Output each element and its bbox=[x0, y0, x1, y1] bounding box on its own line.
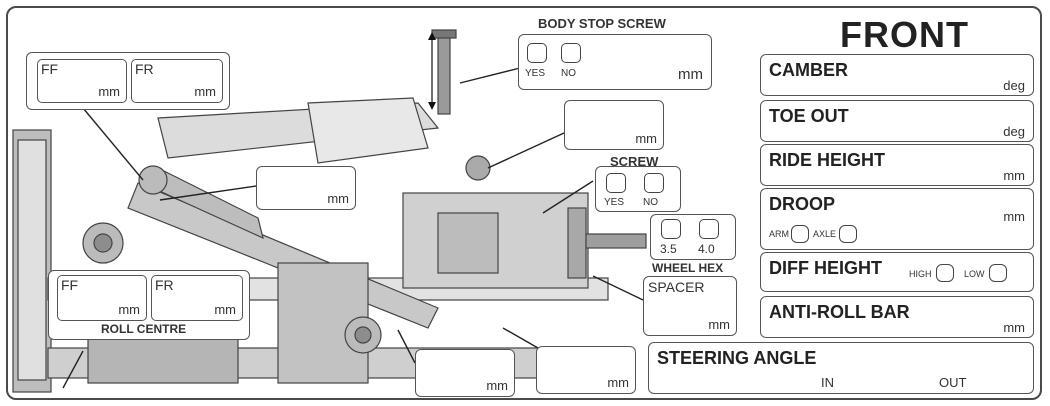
wheel-hex-box: 3.5 4.0 bbox=[650, 214, 736, 260]
fr-label: FR bbox=[135, 61, 154, 77]
bottom-mm-unit-2: mm bbox=[607, 375, 629, 390]
body-stop-screw-label: BODY STOP SCREW bbox=[538, 16, 666, 31]
roll-centre-label: ROLL CENTRE bbox=[101, 322, 187, 336]
screw-no-checkbox[interactable] bbox=[644, 173, 664, 193]
steering-in-label: IN bbox=[821, 375, 834, 390]
roll-ff-unit: mm bbox=[118, 302, 140, 317]
toe-out-unit: deg bbox=[1003, 124, 1025, 139]
hex-3-5-label: 3.5 bbox=[660, 242, 677, 256]
fr-field[interactable]: FR mm bbox=[131, 59, 223, 103]
diff-high-checkbox[interactable] bbox=[936, 264, 954, 282]
body-stop-no-checkbox[interactable] bbox=[561, 43, 581, 63]
anti-roll-bar-unit: mm bbox=[1003, 320, 1025, 335]
roll-ff-field[interactable]: FF mm bbox=[57, 275, 147, 321]
fr-unit: mm bbox=[194, 84, 216, 99]
screw-no-label: NO bbox=[643, 197, 658, 208]
ride-height-label: RIDE HEIGHT bbox=[769, 150, 886, 170]
toe-out-label: TOE OUT bbox=[769, 106, 849, 126]
ride-height-field[interactable]: RIDE HEIGHT mm bbox=[760, 144, 1034, 186]
spacer-field[interactable]: SPACER mm bbox=[643, 276, 737, 336]
body-stop-yes-checkbox[interactable] bbox=[527, 43, 547, 63]
roll-ff-label: FF bbox=[61, 277, 79, 293]
anti-roll-bar-field[interactable]: ANTI-ROLL BAR mm bbox=[760, 296, 1034, 338]
ff-label: FF bbox=[41, 61, 59, 77]
steering-angle-label: STEERING ANGLE bbox=[657, 348, 817, 368]
camber-field[interactable]: CAMBER deg bbox=[760, 54, 1034, 96]
ff-unit: mm bbox=[98, 84, 120, 99]
camber-unit: deg bbox=[1003, 78, 1025, 93]
setup-sheet-front: FF mm FR mm BODY STOP SCREW YES NO mm mm… bbox=[6, 6, 1042, 400]
hex-4-0-checkbox[interactable] bbox=[699, 219, 719, 239]
mid-mm-unit: mm bbox=[327, 191, 349, 206]
bottom-mm-field-1[interactable]: mm bbox=[415, 349, 515, 397]
body-stop-unit: mm bbox=[678, 66, 703, 83]
ride-height-unit: mm bbox=[1003, 168, 1025, 183]
droop-arm-label: ARM bbox=[769, 229, 789, 239]
diff-height-field[interactable]: DIFF HEIGHT HIGH LOW bbox=[760, 252, 1034, 292]
body-stop-yes-label: YES bbox=[525, 68, 546, 79]
bottom-mm-field-2[interactable]: mm bbox=[536, 346, 636, 394]
hex-3-5-checkbox[interactable] bbox=[661, 219, 681, 239]
spacer-label: SPACER bbox=[648, 279, 705, 295]
droop-axle-checkbox[interactable] bbox=[839, 225, 857, 243]
bottom-mm-unit-1: mm bbox=[486, 378, 508, 393]
diff-high-label: HIGH bbox=[909, 269, 932, 279]
anti-roll-bar-label: ANTI-ROLL BAR bbox=[769, 302, 910, 322]
screw-label: SCREW bbox=[610, 154, 659, 169]
steering-angle-field[interactable]: STEERING ANGLE IN OUT bbox=[648, 342, 1034, 394]
upper-mm-field[interactable]: mm bbox=[564, 100, 664, 150]
ff-field[interactable]: FF mm bbox=[37, 59, 127, 103]
body-stop-screw-box: YES NO mm bbox=[518, 34, 712, 90]
screw-box: YES NO bbox=[595, 166, 681, 212]
toe-out-field[interactable]: TOE OUT deg bbox=[760, 100, 1034, 142]
droop-arm-checkbox[interactable] bbox=[791, 225, 809, 243]
droop-axle-label: AXLE bbox=[813, 229, 837, 239]
screw-yes-label: YES bbox=[604, 197, 625, 208]
upper-mm-unit: mm bbox=[635, 131, 657, 146]
droop-field[interactable]: DROOP mm ARM AXLE bbox=[760, 188, 1034, 250]
diff-height-label: DIFF HEIGHT bbox=[769, 258, 882, 278]
roll-fr-unit: mm bbox=[214, 302, 236, 317]
roll-fr-label: FR bbox=[155, 277, 174, 293]
roll-centre-box: FF mm FR mm ROLL CENTRE bbox=[48, 270, 250, 340]
diff-low-label: LOW bbox=[964, 269, 985, 279]
diff-low-checkbox[interactable] bbox=[989, 264, 1007, 282]
droop-unit: mm bbox=[1003, 209, 1025, 224]
front-title: FRONT bbox=[840, 14, 969, 55]
droop-label: DROOP bbox=[769, 194, 836, 214]
spacer-unit: mm bbox=[708, 317, 730, 332]
steering-out-label: OUT bbox=[939, 375, 967, 390]
wheel-hex-label: WHEEL HEX bbox=[652, 261, 724, 275]
camber-label: CAMBER bbox=[769, 60, 848, 80]
body-stop-no-label: NO bbox=[561, 68, 576, 79]
hex-4-0-label: 4.0 bbox=[698, 242, 715, 256]
mid-mm-field[interactable]: mm bbox=[256, 166, 356, 210]
screw-yes-checkbox[interactable] bbox=[606, 173, 626, 193]
front-camber-link-box: FF mm FR mm bbox=[26, 52, 230, 110]
roll-fr-field[interactable]: FR mm bbox=[151, 275, 243, 321]
